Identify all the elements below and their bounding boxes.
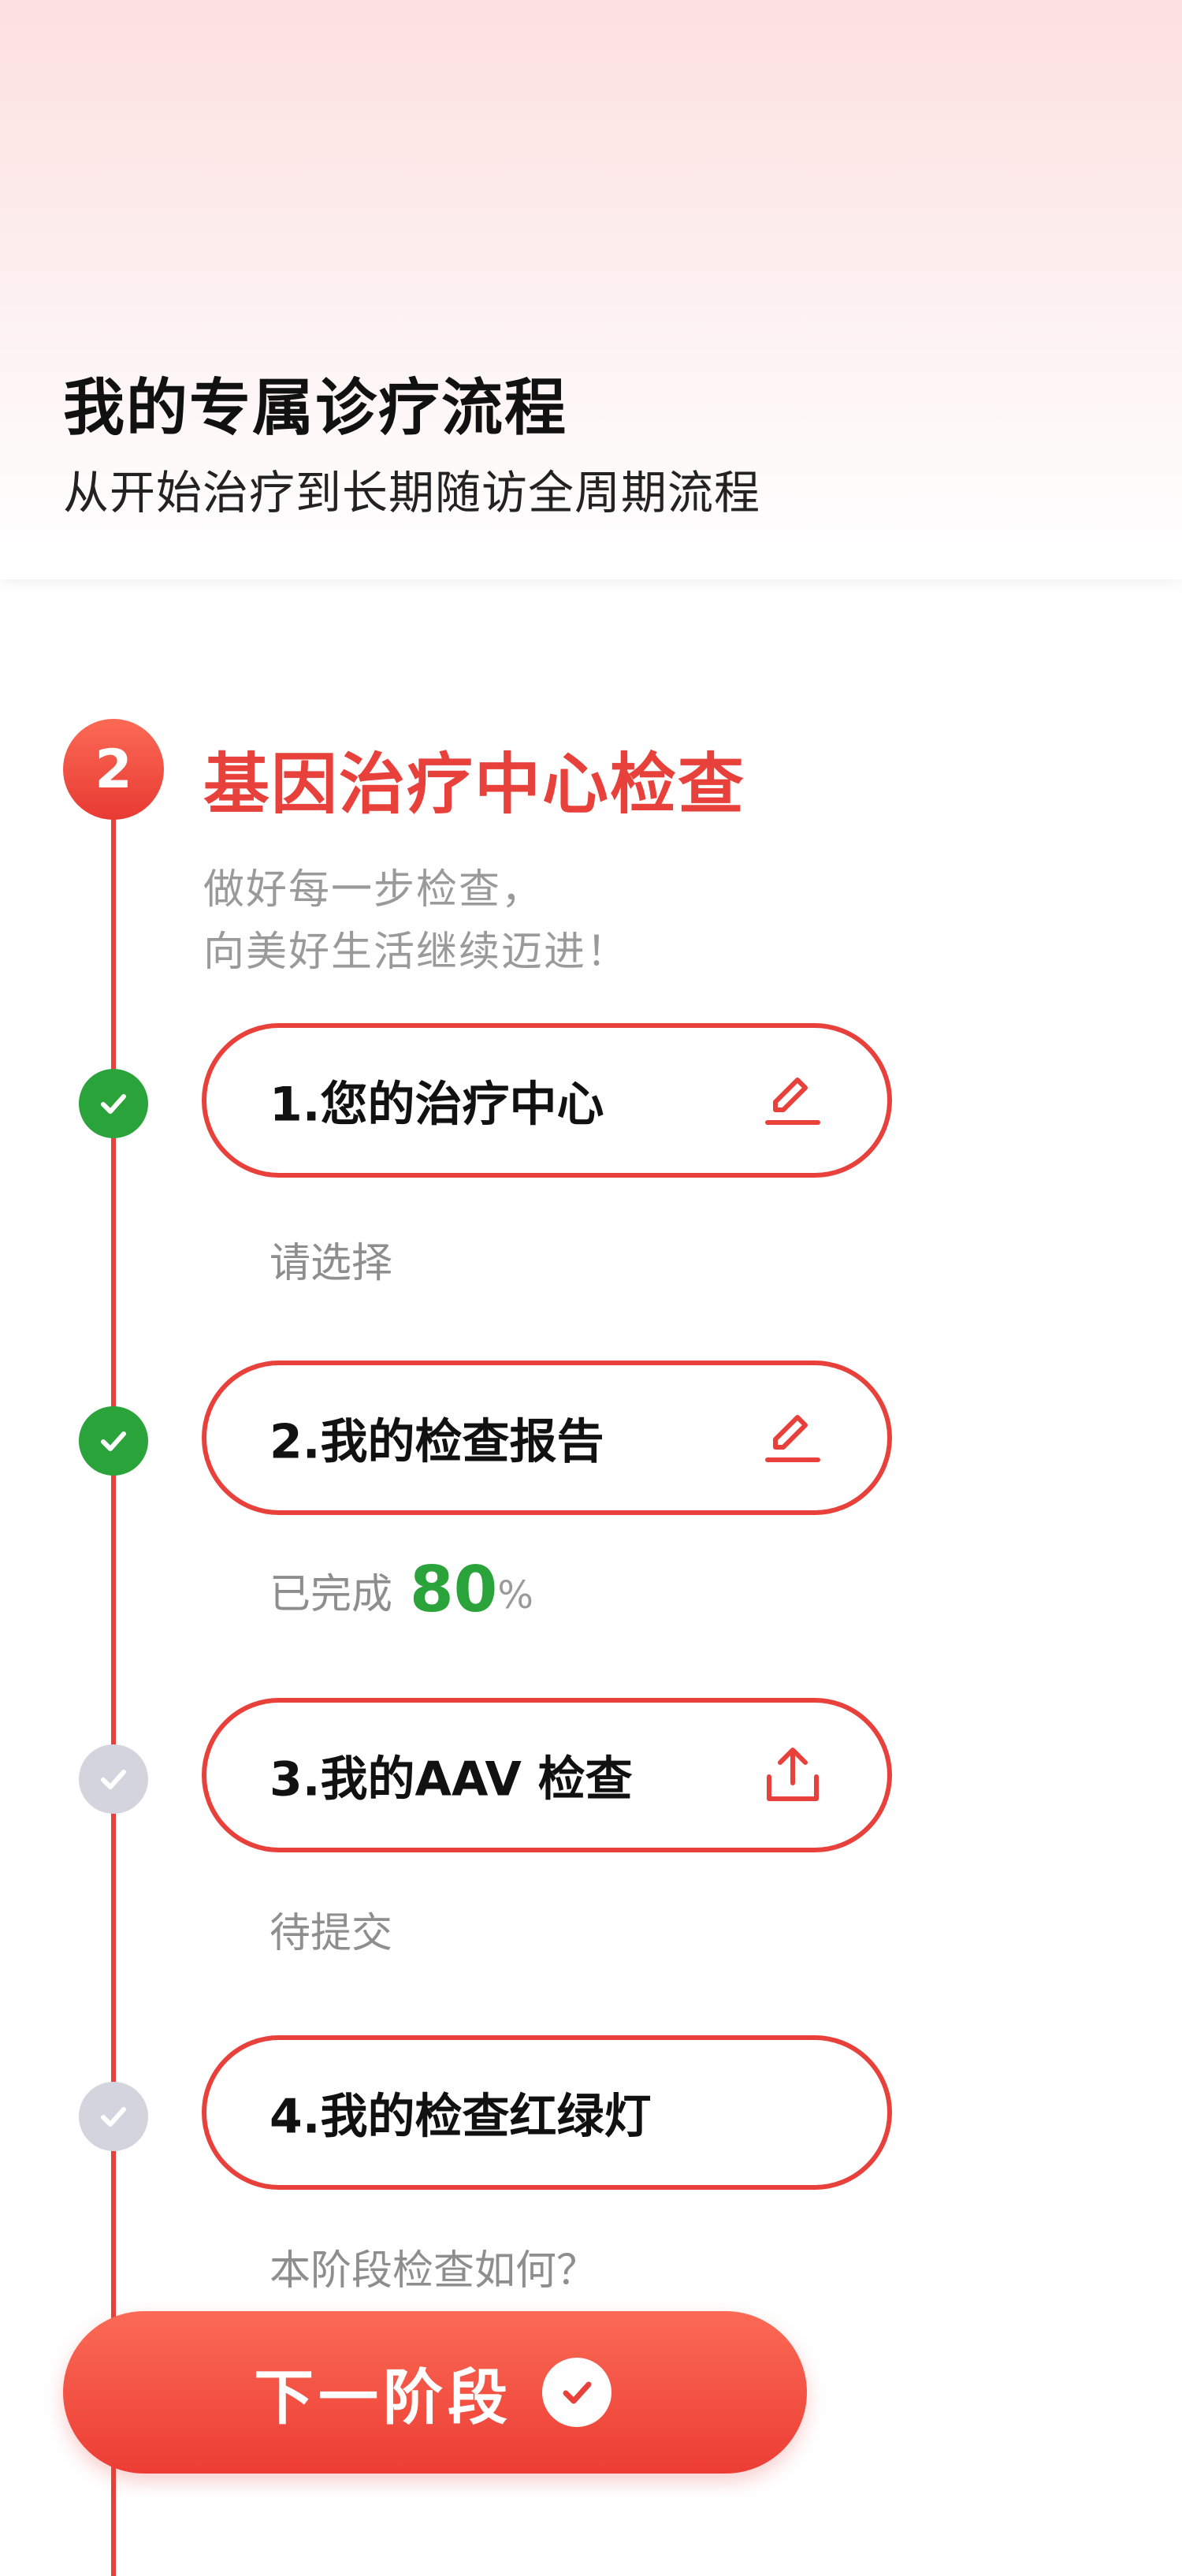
progress-value: 80 [410, 1553, 498, 1626]
step-card-treatment-center[interactable]: 1.您的治疗中心 [202, 1023, 892, 1178]
step-label: 1.您的治疗中心 [269, 1077, 604, 1133]
step-label: 2.我的检查报告 [269, 1414, 604, 1470]
step-status-progress: 已完成 80% [269, 1553, 533, 1626]
stage-description-line-1: 做好每一步检查， [203, 866, 545, 914]
step-pending-check-icon [79, 1744, 148, 1814]
step-status: 本阶段检查如何？ [269, 2247, 598, 2295]
step-status: 待提交 [269, 1910, 393, 1957]
timeline-line [111, 788, 116, 2576]
step-card-aav-exam[interactable]: 3.我的AAV 检查 [202, 1698, 892, 1852]
step-pending-check-icon [79, 2082, 148, 2151]
progress-unit: % [497, 1573, 533, 1617]
edit-icon[interactable] [763, 1070, 823, 1130]
stage-title: 基因治疗中心检查 [203, 746, 746, 823]
step-done-check-icon [79, 1406, 148, 1476]
step-card-exam-report[interactable]: 2.我的检查报告 [202, 1361, 892, 1515]
check-circle-icon [542, 2358, 611, 2427]
page-title: 我的专属诊疗流程 [63, 373, 568, 444]
stage-description-line-2: 向美好生活继续迈进！ [203, 929, 630, 976]
page-subtitle: 从开始治疗到长期随访全周期流程 [63, 466, 761, 519]
step-card-traffic-light[interactable]: 4.我的检查红绿灯 [202, 2035, 892, 2190]
step-status: 请选择 [269, 1240, 393, 1287]
next-stage-label: 下一阶段 [254, 2362, 512, 2433]
edit-icon[interactable] [763, 1408, 823, 1468]
stage-number-badge: 2 [63, 719, 164, 820]
step-label: 4.我的检查红绿灯 [269, 2089, 652, 2145]
step-status: 已完成 [269, 1571, 393, 1618]
next-stage-button[interactable]: 下一阶段 [63, 2311, 807, 2474]
step-label: 3.我的AAV 检查 [269, 1751, 633, 1807]
upload-icon[interactable] [763, 1745, 823, 1805]
header-banner: 我的专属诊疗流程 从开始治疗到长期随访全周期流程 [0, 0, 1182, 579]
step-done-check-icon [79, 1069, 148, 1138]
